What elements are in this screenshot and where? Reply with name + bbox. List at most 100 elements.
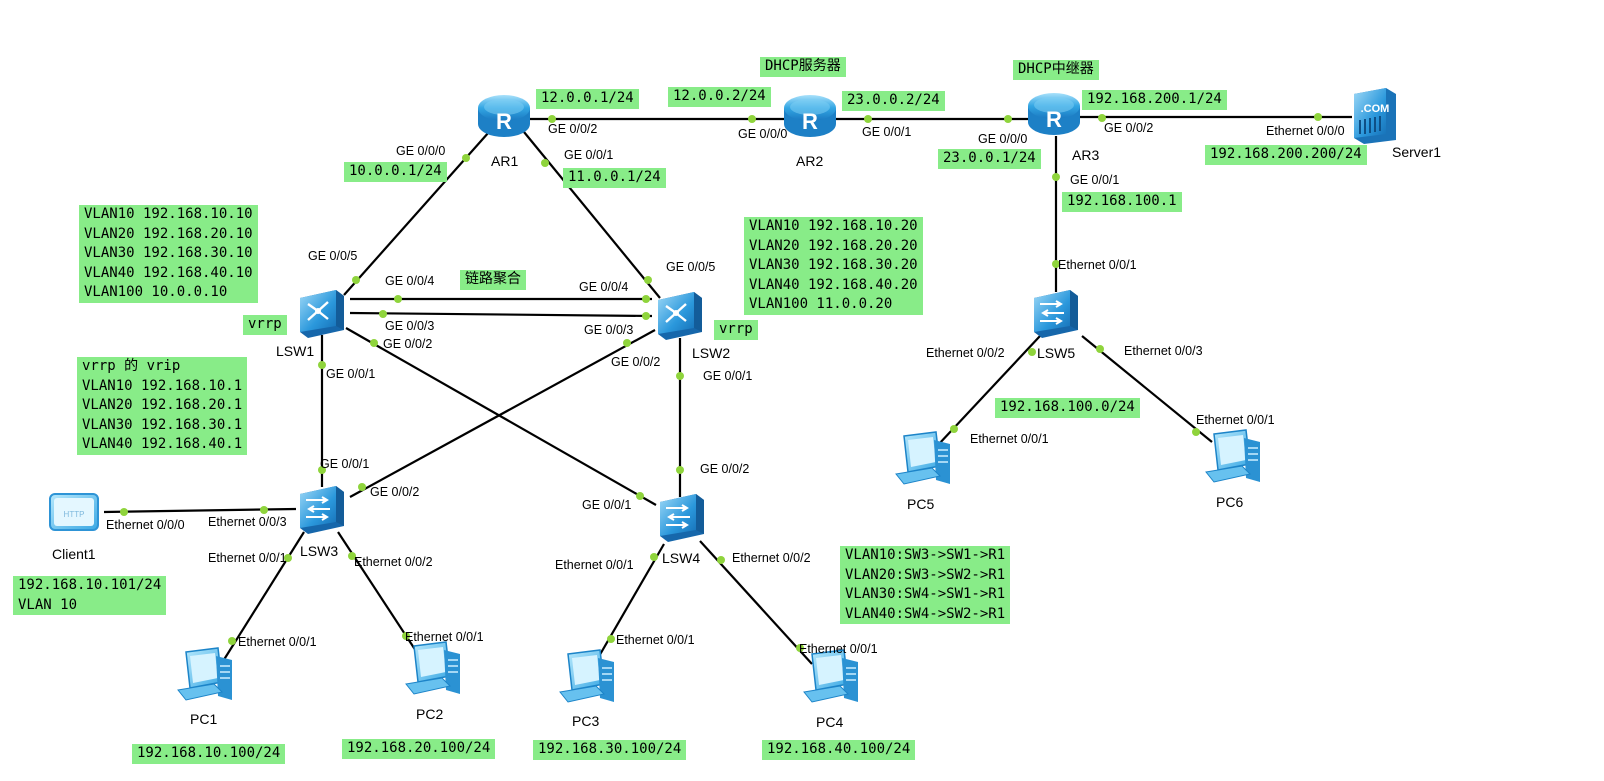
switch-lsw5[interactable]: LSW5 — [1033, 289, 1079, 361]
device-label: PC4 — [816, 714, 843, 730]
port-label: GE 0/0/1 — [564, 148, 613, 162]
port-label: GE 0/0/1 — [582, 498, 631, 512]
port-label: Ethernet 0/0/1 — [405, 630, 484, 644]
port-label: Ethernet 0/0/1 — [616, 633, 695, 647]
port-label: Ethernet 0/0/1 — [238, 635, 317, 649]
client-client1[interactable]: HTTP Client1 — [49, 493, 99, 562]
port-label: Ethernet 0/0/0 — [106, 518, 185, 532]
server-server1[interactable]: .COM Server1 — [1353, 87, 1441, 160]
lsw1-vlanif-list: VLAN10 192.168.10.10 VLAN20 192.168.20.1… — [79, 205, 258, 303]
port-label: GE 0/0/5 — [666, 260, 715, 274]
ar3-ge000-ip-label: 23.0.0.1/24 — [938, 149, 1041, 169]
pc-pc5[interactable]: PC5 — [895, 431, 951, 512]
device-label: LSW3 — [300, 543, 338, 559]
port-label: GE 0/0/2 — [1104, 121, 1153, 135]
port-label: GE 0/0/4 — [579, 280, 628, 294]
port-label: GE 0/0/1 — [862, 125, 911, 139]
port-label: Ethernet 0/0/2 — [354, 555, 433, 569]
ar2-ge000-ip-label: 12.0.0.2/24 — [668, 87, 771, 107]
link-lsw5-pc6 — [1081, 335, 1213, 443]
lsw5-network-label: 192.168.100.0/24 — [995, 398, 1140, 418]
port-label: GE 0/0/1 — [326, 367, 375, 381]
link-lsw3-pc2 — [337, 531, 417, 652]
ar2-ge001-ip-label: 23.0.0.2/24 — [842, 91, 945, 111]
device-label: PC2 — [416, 706, 443, 722]
dhcp-server-label: DHCP服务器 — [760, 57, 846, 77]
pc-pc2[interactable]: PC2 — [405, 641, 461, 722]
link-lsw1-lsw4 — [345, 327, 657, 506]
switch-lsw4[interactable]: LSW4 — [659, 493, 705, 566]
link-lsw1-lsw2-g003 — [349, 311, 653, 318]
ar1-ge001-ip-label: 11.0.0.1/24 — [563, 168, 666, 188]
router-ar1[interactable]: AR1 — [478, 95, 530, 169]
device-label: AR1 — [491, 153, 518, 169]
port-label: GE 0/0/2 — [611, 355, 660, 369]
pc2-ip-label: 192.168.20.100/24 — [342, 739, 496, 759]
lsw2-vrrp-label: vrrp — [714, 320, 758, 340]
port-label: GE 0/0/3 — [584, 323, 633, 337]
lsw2-vlanif-list: VLAN10 192.168.10.20 VLAN20 192.168.20.2… — [744, 217, 923, 315]
port-label: GE 0/0/2 — [383, 337, 432, 351]
port-label: GE 0/0/3 — [385, 319, 434, 333]
port-label: Ethernet 0/0/1 — [799, 642, 878, 656]
port-label: GE 0/0/0 — [978, 132, 1027, 146]
dhcp-relay-label: DHCP中继器 — [1013, 60, 1099, 80]
device-label: AR3 — [1072, 147, 1099, 163]
port-label: GE 0/0/1 — [320, 457, 369, 471]
vlan-path-list: VLAN10:SW3->SW1->R1 VLAN20:SW3->SW2->R1 … — [840, 546, 1011, 624]
device-label: PC3 — [572, 713, 599, 729]
device-label: AR2 — [796, 153, 823, 169]
port-label: Ethernet 0/0/1 — [1058, 258, 1137, 272]
port-label: Ethernet 0/0/1 — [1196, 413, 1275, 427]
switch-lsw3[interactable]: LSW3 — [299, 485, 345, 559]
client-logo: HTTP — [64, 510, 85, 519]
port-label: GE 0/0/2 — [700, 462, 749, 476]
router-ar2[interactable]: AR2 — [784, 95, 836, 169]
vrrp-vrip-list: vrrp 的 vrip VLAN10 192.168.10.1 VLAN20 1… — [77, 357, 248, 455]
client1-ip-label: 192.168.10.101/24 VLAN 10 — [13, 576, 167, 615]
pc4-ip-label: 192.168.40.100/24 — [762, 740, 916, 760]
device-label: Server1 — [1392, 144, 1441, 160]
device-label: Client1 — [52, 546, 96, 562]
pc-pc4[interactable]: PC4 — [803, 649, 859, 730]
pc-pc3[interactable]: PC3 — [559, 649, 615, 729]
pc1-ip-label: 192.168.10.100/24 — [132, 744, 286, 764]
device-label: LSW2 — [692, 345, 730, 361]
switch-lsw1[interactable]: LSW1 — [276, 288, 346, 359]
link-aggregation-label: 链路聚合 — [460, 270, 526, 290]
port-label: GE 0/0/2 — [548, 122, 597, 136]
ar3-ge001-ip-label: 192.168.100.1 — [1062, 192, 1182, 212]
device-label: PC6 — [1216, 494, 1243, 510]
switch-lsw2[interactable]: LSW2 — [656, 290, 730, 361]
port-label: Ethernet 0/0/0 — [1266, 124, 1345, 138]
port-label: Ethernet 0/0/1 — [208, 551, 287, 565]
pc-pc6[interactable]: PC6 — [1205, 429, 1261, 510]
link-lsw2-lsw3 — [349, 329, 656, 498]
pc-pc1[interactable]: PC1 — [177, 647, 233, 727]
lsw1-vrrp-label: vrrp — [243, 315, 287, 335]
device-label: LSW5 — [1037, 345, 1075, 361]
port-label: GE 0/0/0 — [396, 144, 445, 158]
port-labels: GE 0/0/2 GE 0/0/0 GE 0/0/1 GE 0/0/0 GE 0… — [106, 121, 1345, 656]
ar1-ge002-ip-label: 12.0.0.1/24 — [536, 89, 639, 109]
router-ar3[interactable]: AR3 — [1028, 93, 1099, 163]
port-dots — [120, 113, 1322, 652]
server-logo: .COM — [1361, 103, 1390, 115]
port-label: Ethernet 0/0/3 — [1124, 344, 1203, 358]
port-label: Ethernet 0/0/1 — [970, 432, 1049, 446]
port-label: GE 0/0/2 — [370, 485, 419, 499]
ar1-ge000-ip-label: 10.0.0.1/24 — [344, 162, 447, 182]
port-label: Ethernet 0/0/1 — [555, 558, 634, 572]
port-label: GE 0/0/5 — [308, 249, 357, 263]
ar3-ge002-ip-label: 192.168.200.1/24 — [1082, 90, 1227, 110]
server1-ip-label: 192.168.200.200/24 — [1205, 145, 1367, 165]
pc3-ip-label: 192.168.30.100/24 — [533, 740, 687, 760]
port-label: GE 0/0/0 — [738, 127, 787, 141]
port-label: Ethernet 0/0/3 — [208, 515, 287, 529]
port-label: GE 0/0/1 — [1070, 173, 1119, 187]
port-label: Ethernet 0/0/2 — [926, 346, 1005, 360]
device-label: LSW4 — [662, 550, 700, 566]
device-label: PC1 — [190, 711, 217, 727]
device-label: PC5 — [907, 496, 934, 512]
